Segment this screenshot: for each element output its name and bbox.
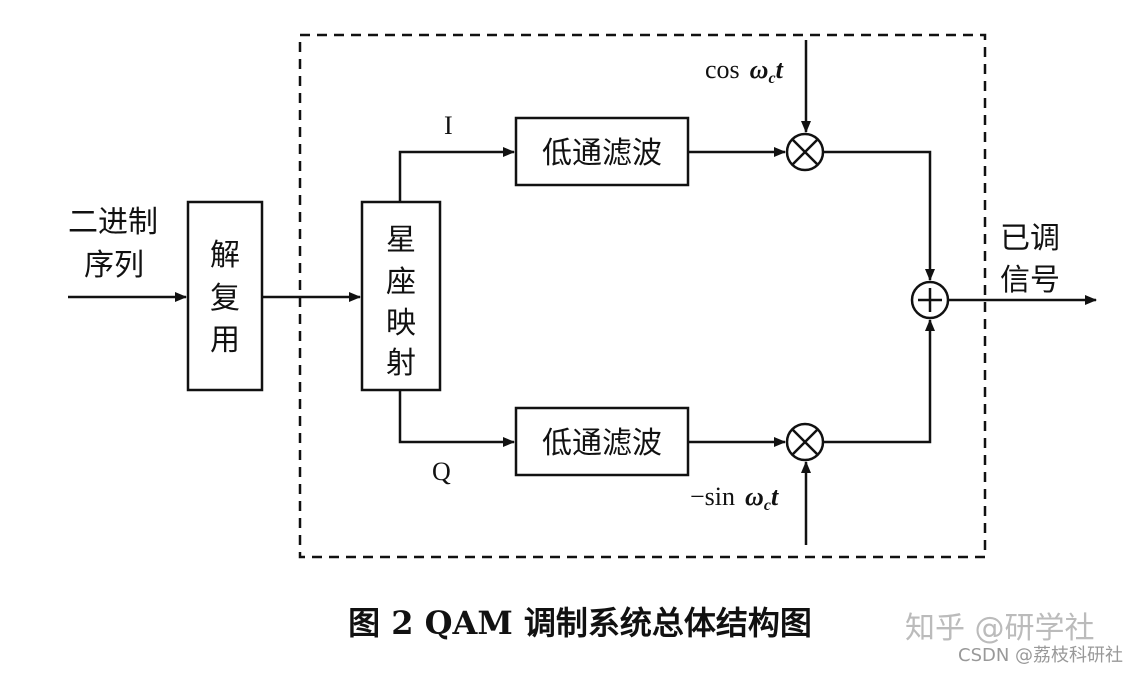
adder-icon — [910, 280, 950, 320]
multiplier-lower-icon — [785, 422, 825, 462]
q-branch-label: Q — [432, 457, 451, 486]
q-branch-arrow — [398, 390, 515, 447]
mapper-char-1: 星 — [386, 223, 416, 258]
lower-to-adder-arrow — [823, 319, 935, 444]
multiplier-upper-icon — [785, 132, 825, 172]
modulator-dashed-boundary — [298, 33, 987, 559]
figure-caption: 图 2 QAM 调制系统总体结构图 — [348, 604, 812, 642]
i-branch-arrow — [398, 147, 515, 202]
demux-char-1: 解 — [210, 238, 240, 273]
watermark-csdn: CSDN @荔枝科研社 — [958, 645, 1123, 666]
mapper-char-3: 映 — [386, 306, 416, 341]
output-label-line2: 信号 — [1000, 263, 1060, 298]
i-branch-label: I — [444, 111, 453, 140]
watermark-zhihu: 知乎 @研学社 — [905, 611, 1095, 646]
input-label-line1: 二进制 — [68, 205, 158, 240]
upper-to-adder-arrow — [823, 150, 935, 281]
lpf-upper-label: 低通滤波 — [542, 136, 662, 171]
demux-char-2: 复 — [210, 281, 240, 316]
mapper-char-4: 射 — [386, 346, 416, 381]
output-label-line1: 已调 — [1000, 221, 1060, 256]
input-label-line2: 序列 — [84, 248, 144, 283]
mapper-char-2: 座 — [386, 265, 416, 300]
demux-char-3: 用 — [210, 323, 240, 358]
lpf-lower-label: 低通滤波 — [542, 426, 662, 461]
